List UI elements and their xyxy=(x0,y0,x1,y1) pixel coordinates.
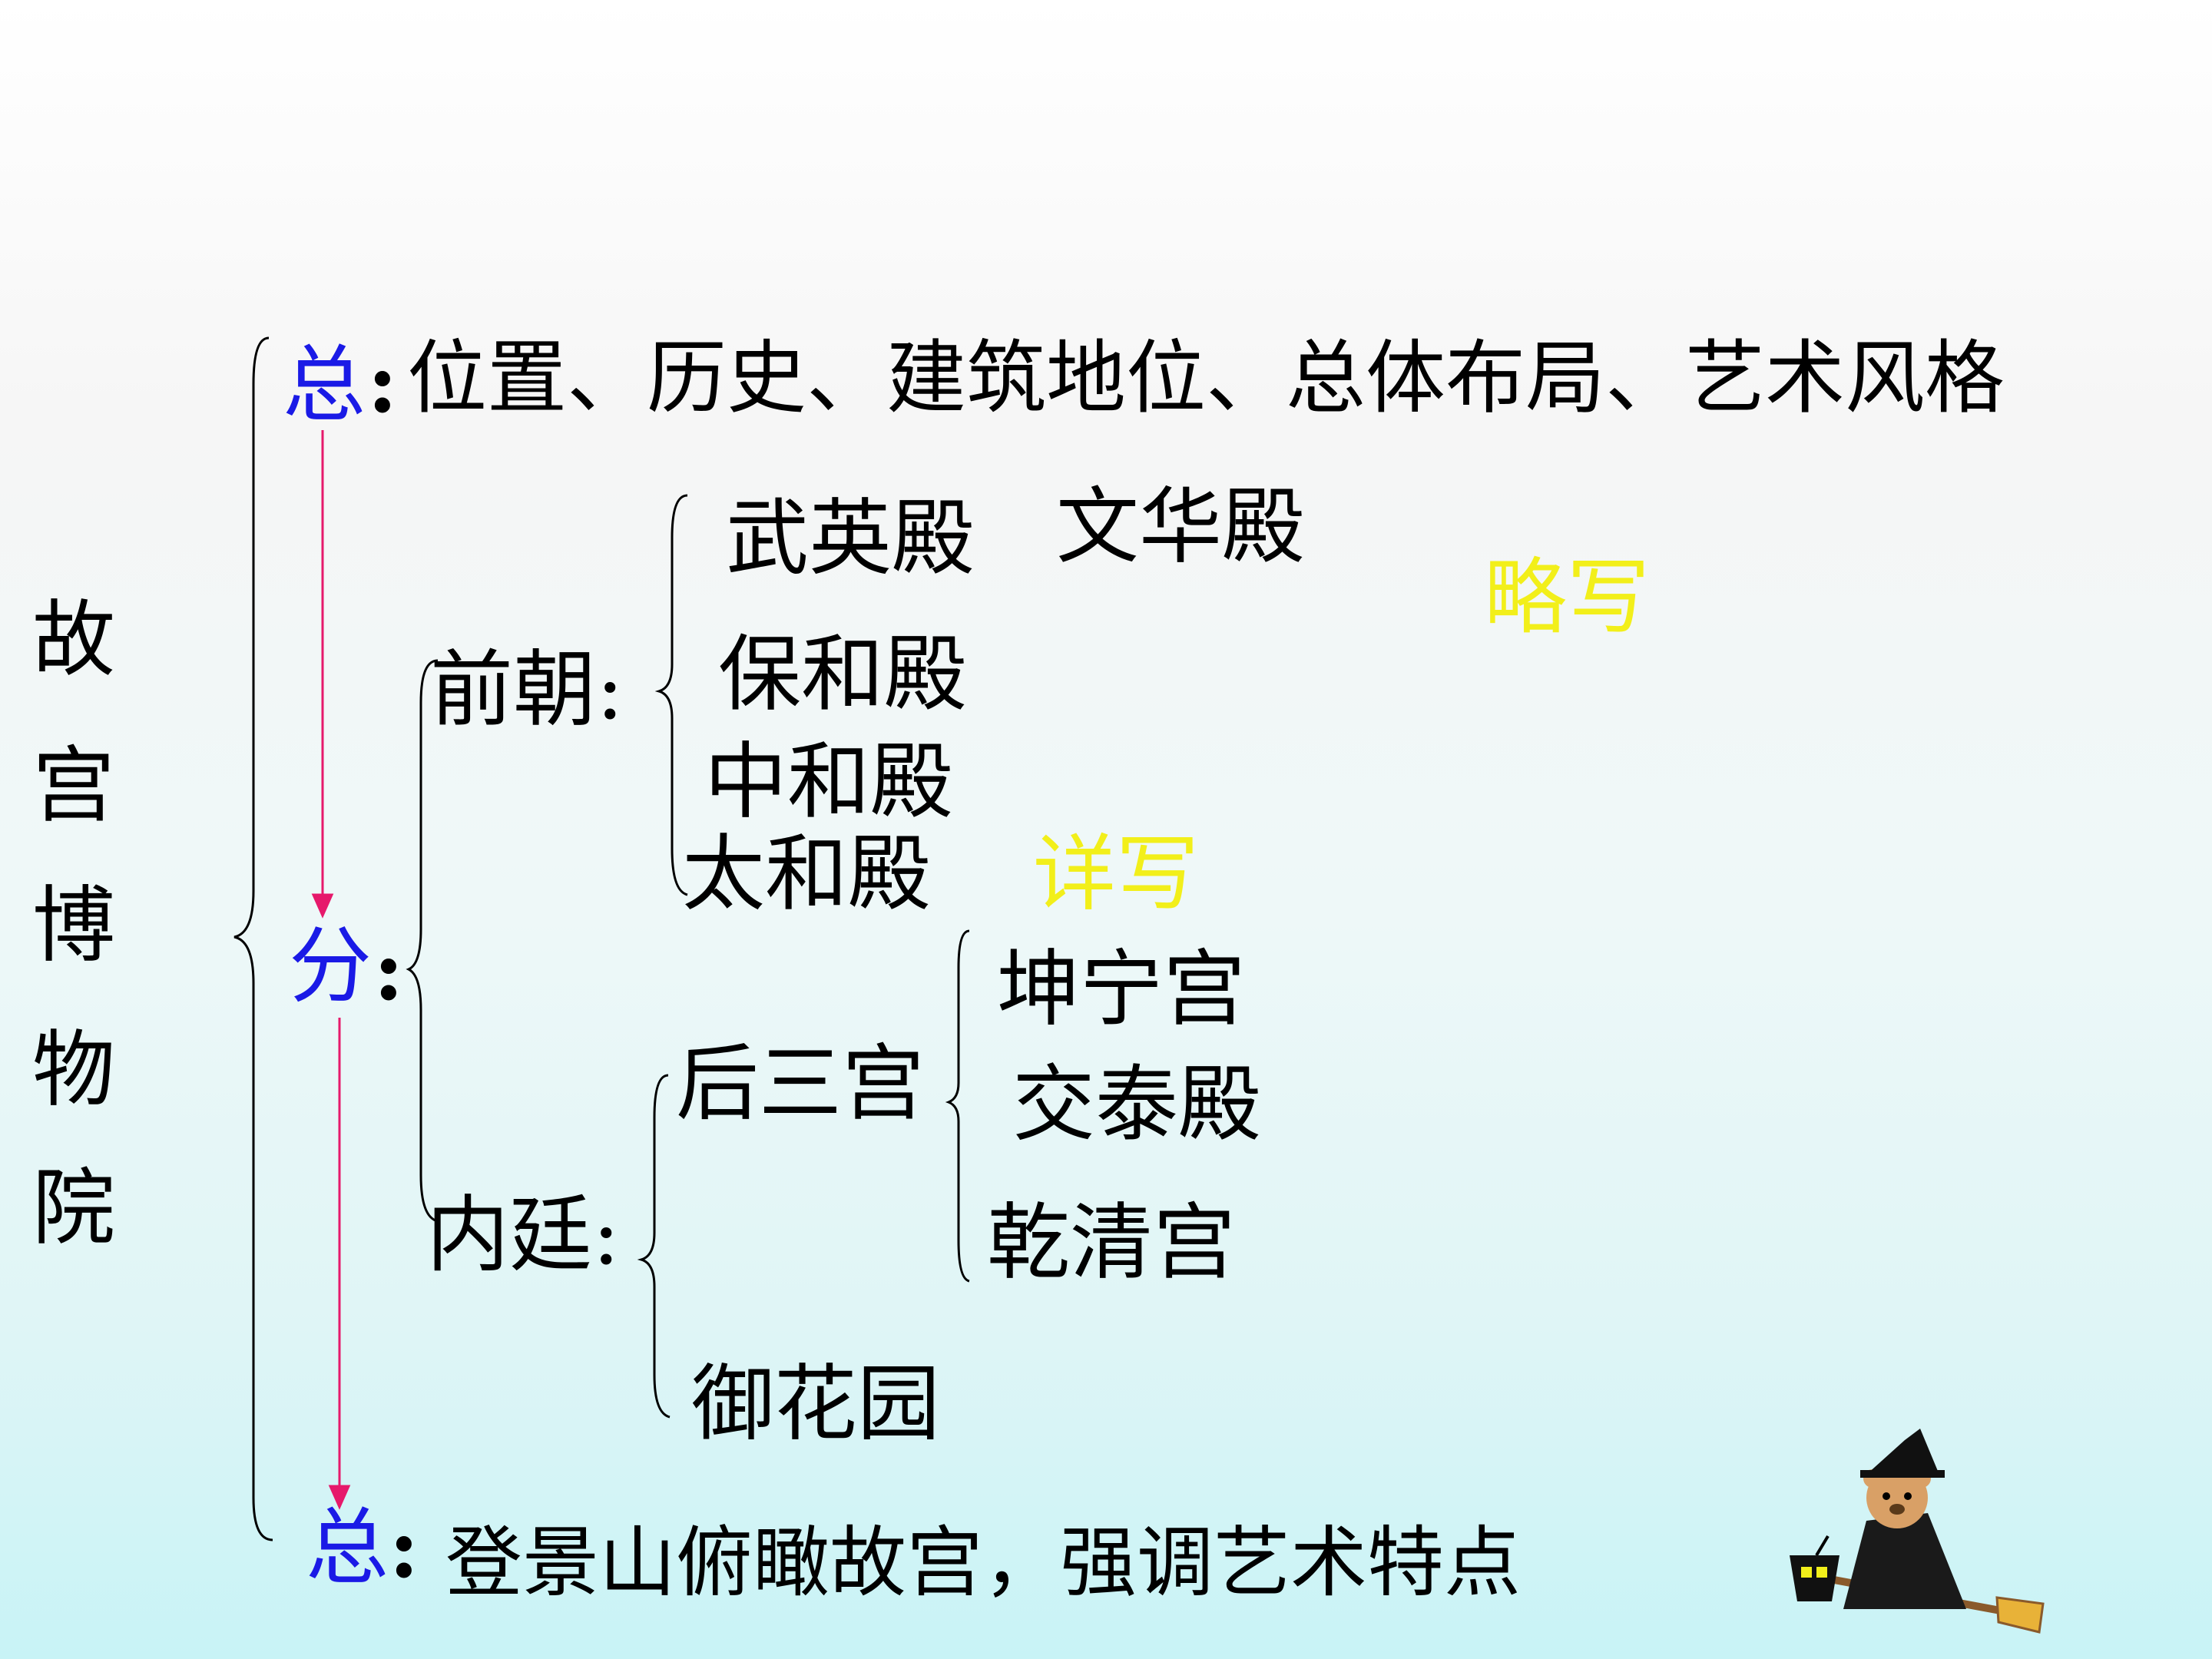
outer-brace xyxy=(233,336,273,1541)
witch-bear-on-broom-icon xyxy=(1790,1429,2045,1634)
wenhua-hall: 文华殿 xyxy=(1056,479,1306,575)
bottom-label: 总 xyxy=(306,1500,389,1596)
title-char-4: 物 xyxy=(32,1022,116,1118)
bottom-text: 登景山俯瞰故宫，强调艺术特点 xyxy=(445,1518,1521,1608)
qianqing-palace: 乾清宫 xyxy=(987,1195,1237,1291)
jiaotai-hall: 交泰殿 xyxy=(1012,1057,1262,1153)
fen-brace xyxy=(406,659,439,1223)
top-text: 位置、历史、建筑地位、总体布局、艺术风格 xyxy=(407,331,2005,425)
baohe-hall: 保和殿 xyxy=(718,627,968,723)
zhonghe-hall: 中和殿 xyxy=(704,734,954,830)
note-detailed: 详写 xyxy=(1033,826,1200,922)
qianchao-label: 前朝: xyxy=(430,642,624,738)
top-label: 总 xyxy=(283,337,366,433)
housangong-brace xyxy=(945,929,970,1283)
middle-label: 分 xyxy=(289,919,373,1015)
bottom-colon: : xyxy=(389,1500,419,1597)
neiting-brace xyxy=(637,1074,671,1419)
qianchao-brace xyxy=(654,494,688,896)
kunning-palace: 坤宁宫 xyxy=(997,942,1247,1038)
taihe-hall: 太和殿 xyxy=(682,826,932,922)
title-char-5: 院 xyxy=(32,1161,116,1257)
title-char-3: 博 xyxy=(32,878,116,974)
top-colon: : xyxy=(367,335,398,432)
middle-colon: : xyxy=(373,922,404,1019)
wuying-hall: 武英殿 xyxy=(726,491,975,587)
title-char-1: 故 xyxy=(32,592,116,688)
note-brief: 略写 xyxy=(1484,550,1651,646)
title-char-2: 宫 xyxy=(32,738,116,834)
housangong-label: 后三宫 xyxy=(676,1036,926,1132)
neiting-label: 内廷: xyxy=(426,1187,621,1283)
imperial-garden: 御花园 xyxy=(691,1356,941,1452)
